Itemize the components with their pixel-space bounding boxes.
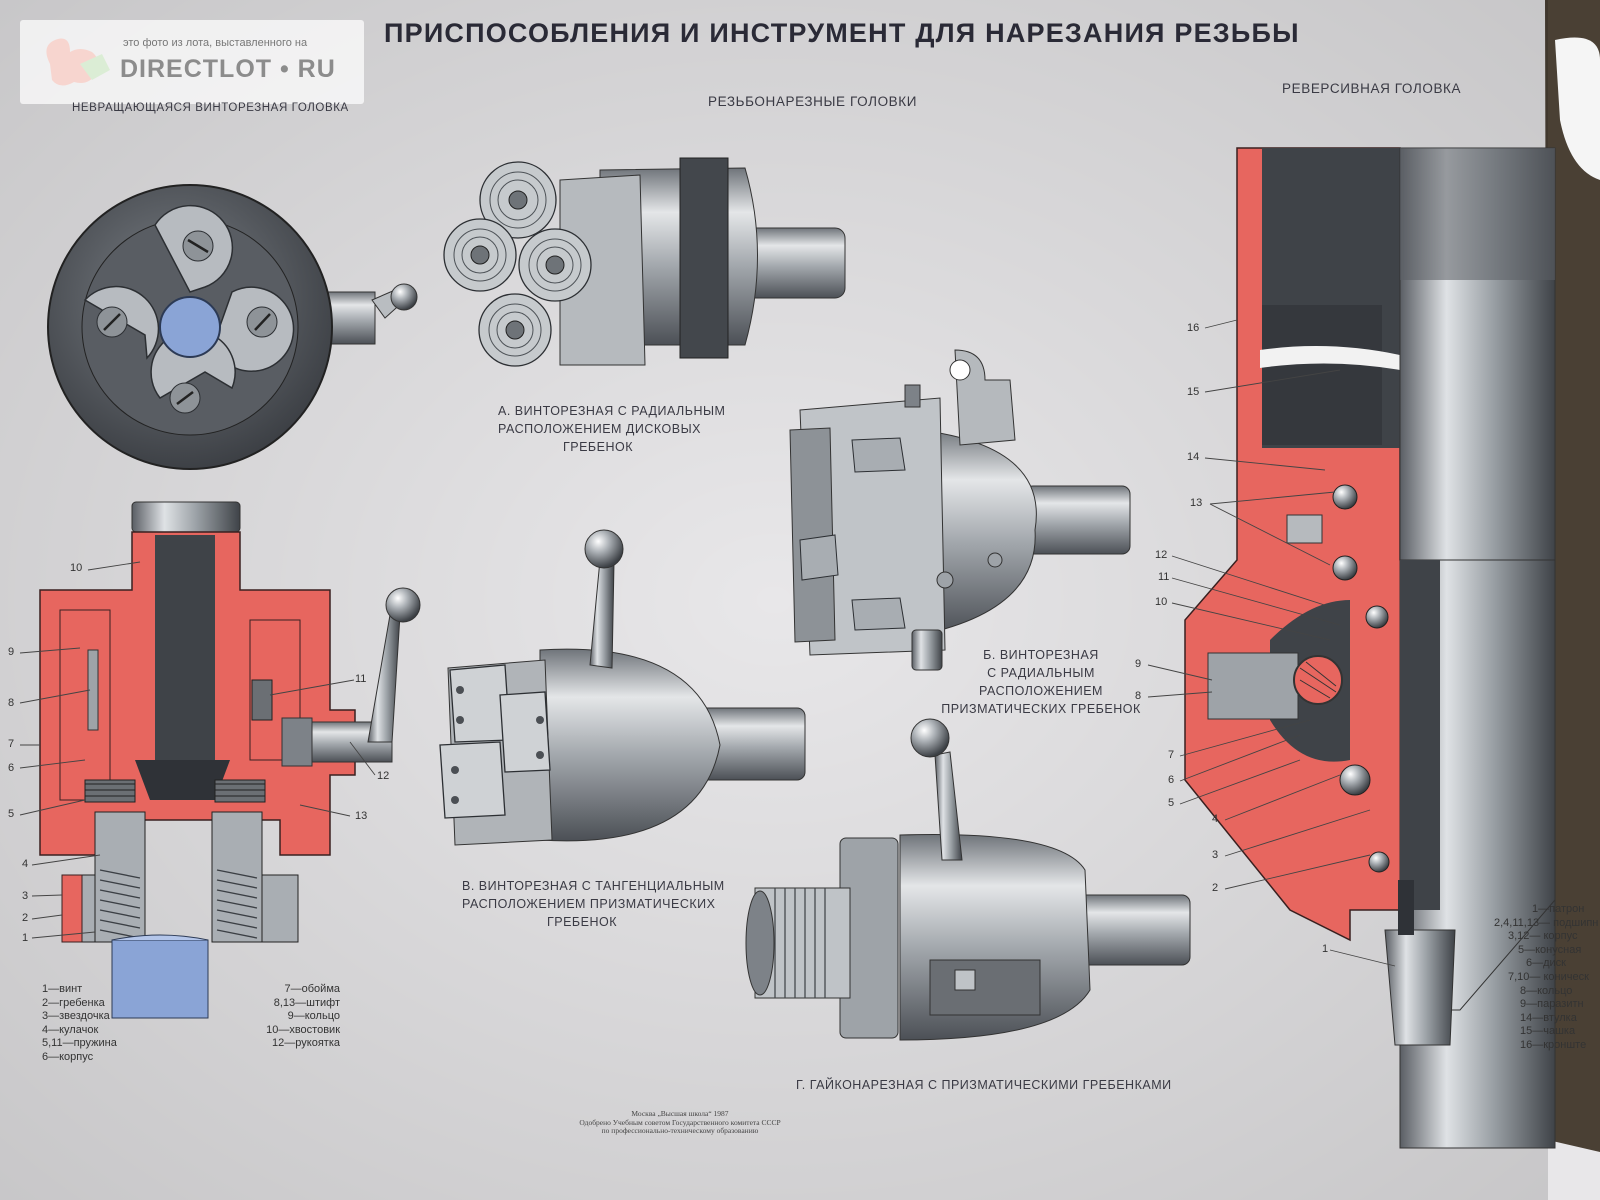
callout-number: 3 xyxy=(22,890,29,902)
caption-head-v: В. ВИНТОРЕЗНАЯ С ТАНГЕНЦИАЛЬНЫМ РАСПОЛОЖ… xyxy=(462,877,725,931)
caption-b-line: Б. ВИНТОРЕЗНАЯ xyxy=(983,648,1099,662)
section-title-left: НЕВРАЩАЮЩАЯСЯ ВИНТОРЕЗНАЯ ГОЛОВКА xyxy=(72,102,349,114)
watermark-caption: это фото из лота, выставленного на xyxy=(123,37,308,49)
legend-entry: 4—кулачок xyxy=(42,1023,99,1036)
head-v-drawing xyxy=(439,529,806,846)
callout-number: 12 xyxy=(377,770,390,782)
caption-b-line: РАСПОЛОЖЕНИЕМ xyxy=(979,684,1103,698)
callout-number: 6 xyxy=(1168,774,1175,786)
nonrotating-head-section xyxy=(39,501,421,1019)
legend-entry: 9—кольцо xyxy=(287,1010,340,1023)
caption-v-line: ГРЕБЕНОК xyxy=(546,915,617,929)
callout-number: 8 xyxy=(1135,690,1142,702)
callout-number: 1 xyxy=(1322,943,1329,955)
reversing-head-section xyxy=(1184,147,1556,1149)
caption-v-line: В. ВИНТОРЕЗНАЯ С ТАНГЕНЦИАЛЬНЫМ xyxy=(462,879,725,893)
callout-number: 2 xyxy=(22,912,29,924)
callout-number: 7 xyxy=(1168,749,1175,761)
callout-number: 13 xyxy=(355,810,368,822)
legend-entry: 8,13—штифт xyxy=(273,996,340,1009)
legend-entry: 7—обойма xyxy=(284,983,340,995)
callout-number: 16 xyxy=(1187,322,1200,334)
legend-entry: 15—чашка xyxy=(1520,1025,1576,1038)
legend-entry: 1—патрон xyxy=(1532,903,1585,915)
caption-b-line: С РАДИАЛЬНЫМ xyxy=(987,666,1095,680)
callout-number: 5 xyxy=(8,808,15,820)
legend-entry: 14—втулка xyxy=(1520,1011,1577,1024)
legend-left-a: 1—винт 2—гребенка 3—звездочка 4—кулачок … xyxy=(42,983,117,1065)
legend-entry: 2—гребенка xyxy=(42,996,105,1009)
footer-line: Одобрено Учебным советом Государственног… xyxy=(579,1117,781,1127)
callout-number: 15 xyxy=(1187,386,1200,398)
nonrotating-head-front-view xyxy=(47,184,418,470)
footer-line: по профессионально-техническому образова… xyxy=(601,1126,759,1136)
caption-head-b: Б. ВИНТОРЕЗНАЯ С РАДИАЛЬНЫМ РАСПОЛОЖЕНИЕ… xyxy=(936,646,1146,718)
legend-entry: 1—винт xyxy=(42,983,83,995)
callout-number: 4 xyxy=(22,858,29,870)
caption-head-g: Г. ГАЙКОНАРЕЗНАЯ С ПРИЗМАТИЧЕСКИМИ ГРЕБЕ… xyxy=(796,1078,1172,1092)
legend-entry: 3,12— корпус xyxy=(1508,930,1578,943)
callout-number: 6 xyxy=(8,762,15,774)
callout-number: 7 xyxy=(8,738,15,750)
callout-number: 5 xyxy=(1168,797,1175,809)
footer-line: Москва „Высшая школа“ 1987 xyxy=(631,1109,729,1118)
legend-entry: 5,11—пружина xyxy=(42,1037,117,1050)
legend-entry: 6—диск xyxy=(1526,957,1566,970)
caption-a-line: А. ВИНТОРЕЗНАЯ С РАДИАЛЬНЫМ xyxy=(498,404,726,418)
legend-entry: 8—кольцо xyxy=(1520,984,1573,997)
legend-entry: 16—кронште xyxy=(1520,1038,1587,1051)
callout-number: 9 xyxy=(8,646,15,658)
callout-number: 13 xyxy=(1190,497,1203,509)
head-g-drawing xyxy=(745,718,1191,1041)
watermark-brand: DIRECTLOT • RU xyxy=(120,55,336,83)
callout-number: 14 xyxy=(1187,451,1200,463)
callout-number: 10 xyxy=(1155,596,1168,608)
head-a-drawing xyxy=(443,157,846,367)
legend-entry: 2,4,11,13— подшипн xyxy=(1494,916,1599,929)
callout-number: 8 xyxy=(8,697,15,709)
callout-number: 1 xyxy=(22,932,29,944)
caption-v-line: РАСПОЛОЖЕНИЕМ ПРИЗМАТИЧЕСКИХ xyxy=(462,897,716,911)
callout-number: 3 xyxy=(1212,849,1219,861)
section-title-right: РЕВЕРСИВНАЯ ГОЛОВКА xyxy=(1282,81,1462,96)
callout-number: 11 xyxy=(355,673,367,685)
legend-entry: 7,10— коническ xyxy=(1508,970,1589,983)
caption-a-line: РАСПОЛОЖЕНИЕМ ДИСКОВЫХ xyxy=(498,422,702,436)
watermark-box: это фото из лота, выставленного на DIREC… xyxy=(20,20,364,104)
caption-a-line: ГРЕБЕНОК xyxy=(562,440,633,454)
legend-right: 1—патрон 2,4,11,13— подшипн 3,12— корпус… xyxy=(1494,903,1600,1053)
legend-entry: 10—хвостовик xyxy=(266,1023,340,1036)
legend-entry: 6—корпус xyxy=(42,1050,94,1063)
callout-number: 2 xyxy=(1212,882,1219,894)
callout-number: 11 xyxy=(1158,571,1170,583)
legend-entry: 3—звездочка xyxy=(42,1010,110,1023)
legend-entry: 12—рукоятка xyxy=(272,1037,340,1050)
callout-number: 9 xyxy=(1135,658,1142,670)
callout-number: 12 xyxy=(1155,549,1168,561)
legend-left-b: 7—обойма 8,13—штифт 9—кольцо 10—хвостови… xyxy=(250,983,340,1051)
callout-number: 4 xyxy=(1212,813,1219,825)
legend-entry: 5—конусная xyxy=(1518,943,1582,956)
callout-number: 10 xyxy=(70,562,83,574)
head-b-drawing xyxy=(789,349,1131,671)
caption-head-a: А. ВИНТОРЕЗНАЯ С РАДИАЛЬНЫМ РАСПОЛОЖЕНИЕ… xyxy=(498,402,726,456)
poster-title: ПРИСПОСОБЛЕНИЯ И ИНСТРУМЕНТ ДЛЯ НАРЕЗАНИ… xyxy=(384,18,1300,48)
footer-publisher: Москва „Высшая школа“ 1987 Одобрено Учеб… xyxy=(560,1109,800,1136)
section-title-center: РЕЗЬБОНАРЕЗНЫЕ ГОЛОВКИ xyxy=(708,94,918,109)
legend-entry: 9—паразитн xyxy=(1520,998,1584,1011)
caption-b-line: ПРИЗМАТИЧЕСКИХ ГРЕБЕНОК xyxy=(941,702,1141,716)
